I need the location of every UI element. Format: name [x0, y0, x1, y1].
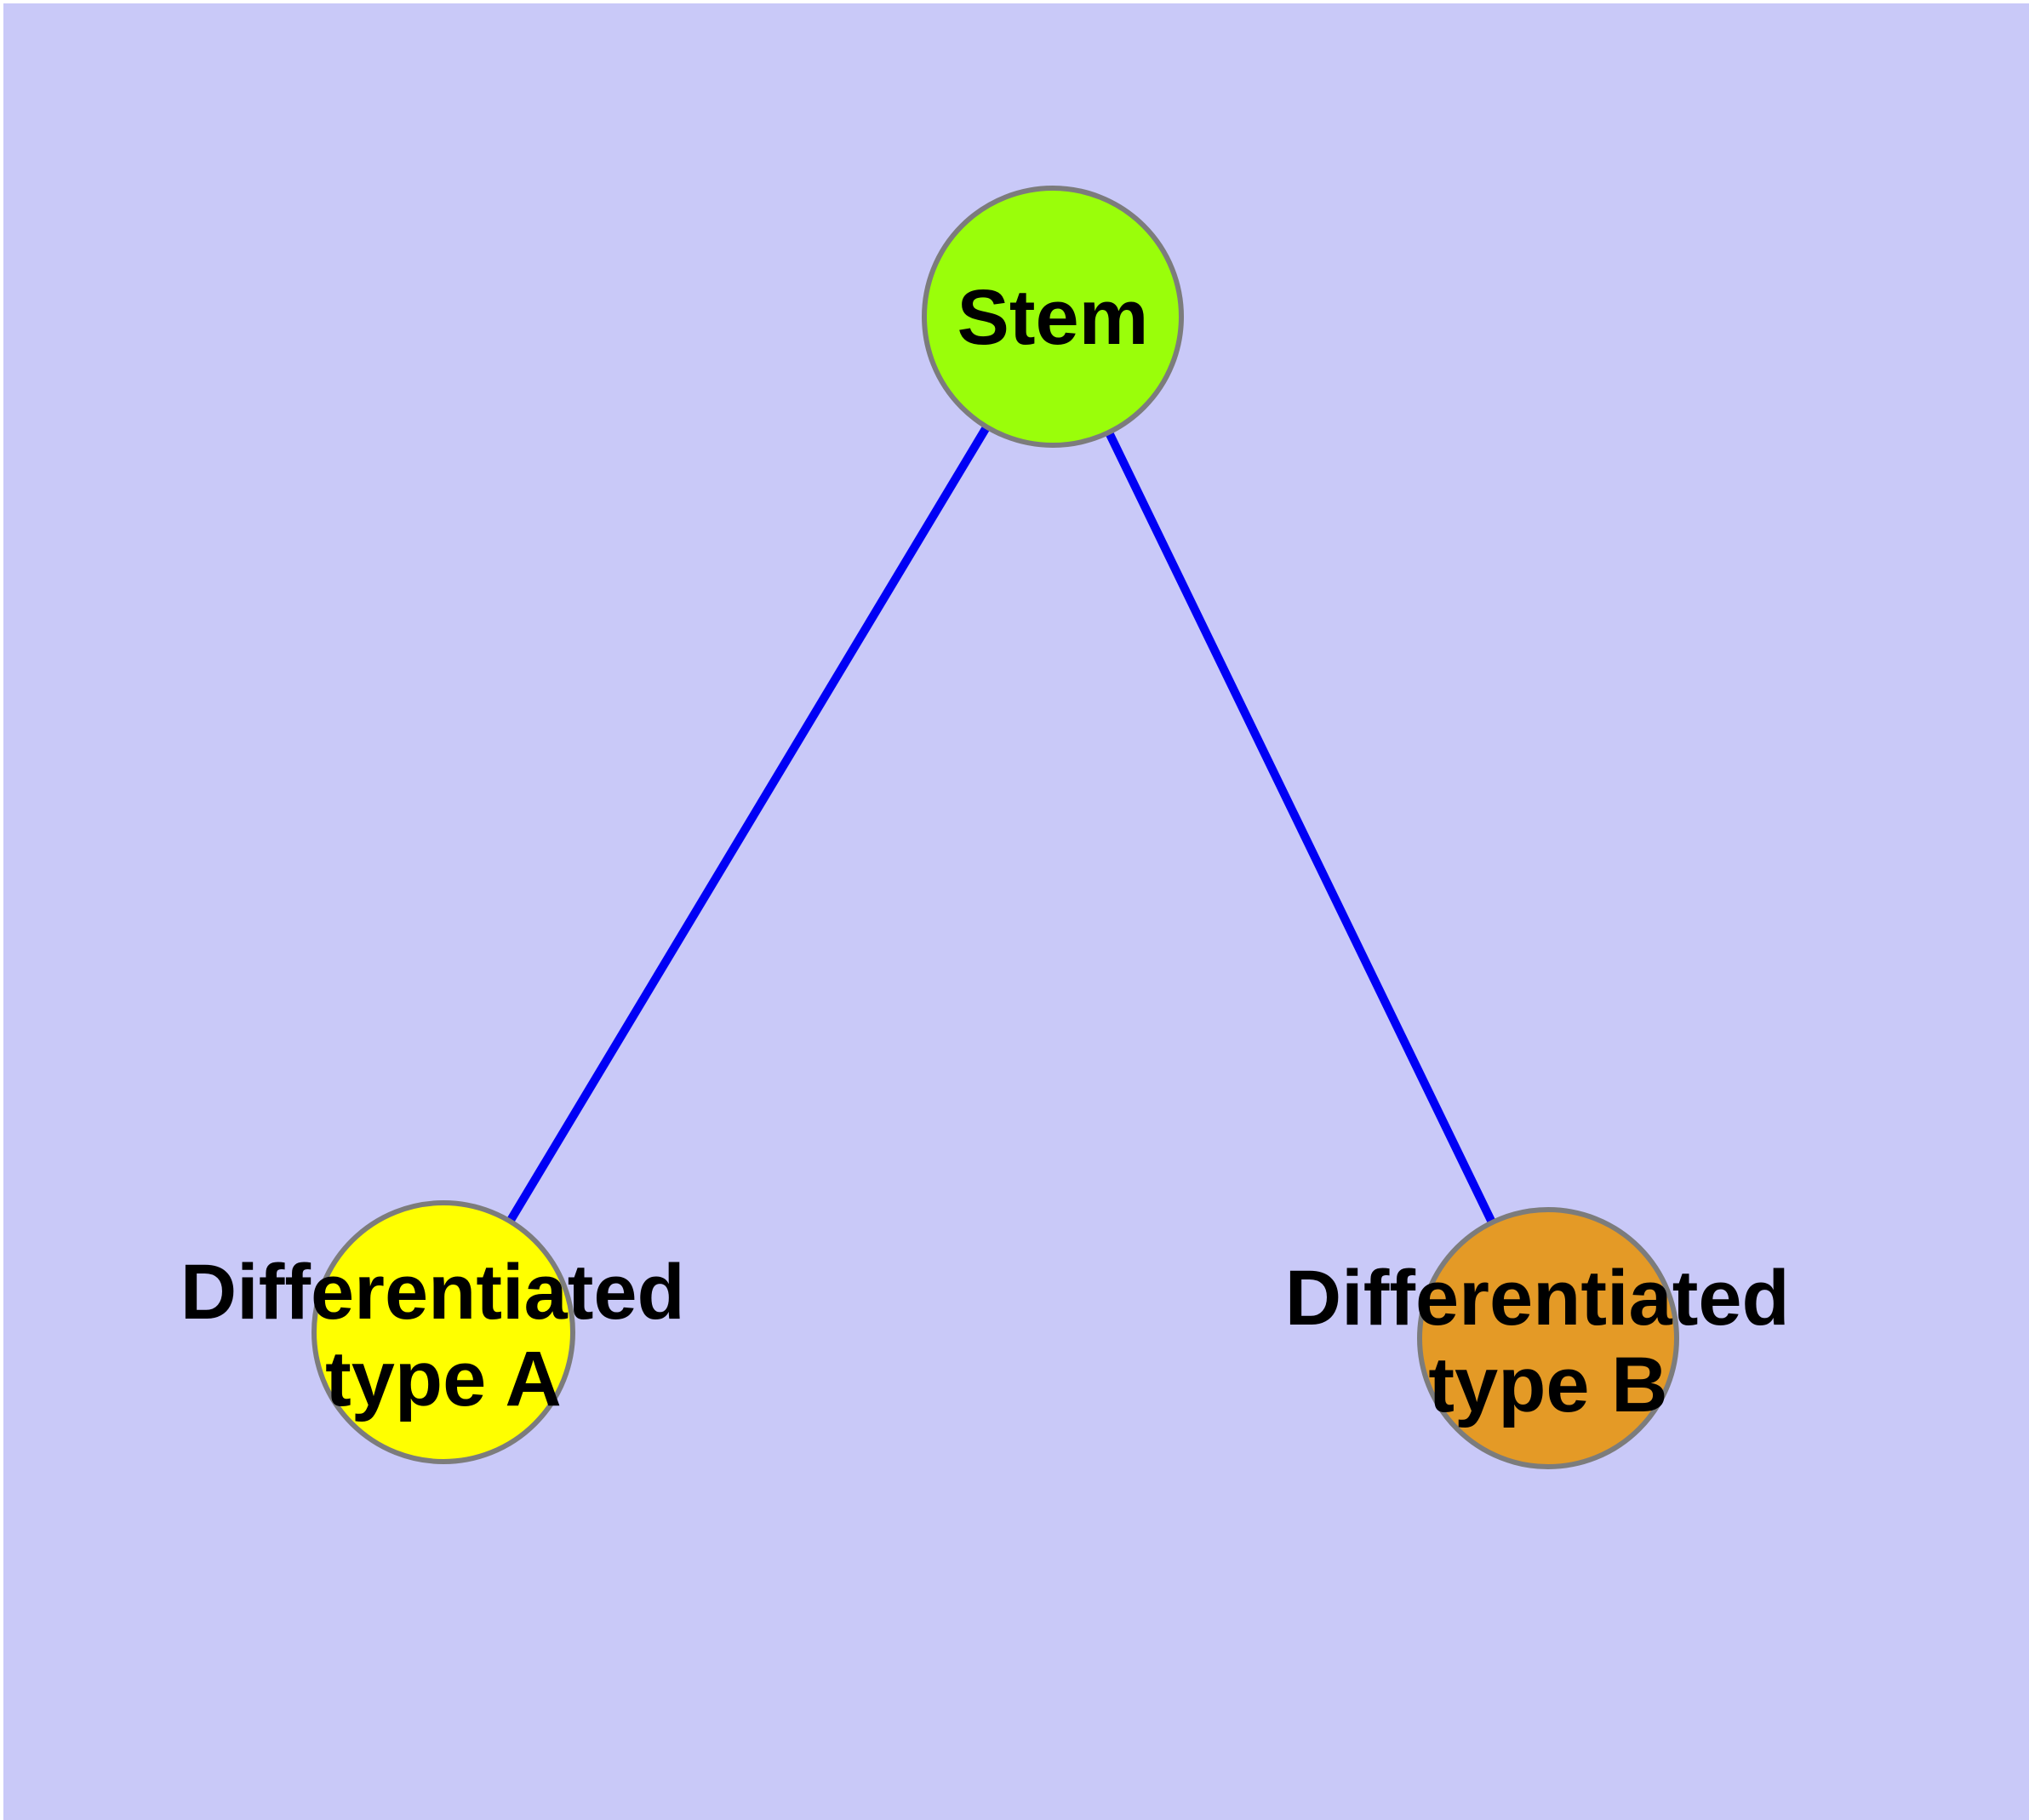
node-type-b-circle	[1417, 1207, 1679, 1469]
node-type-b-label-line2: type B	[1428, 1342, 1667, 1428]
edge-stem-to-type-a	[439, 314, 1057, 1335]
node-type-a-label: Differentiated type A	[180, 1249, 707, 1422]
node-type-a-label-line1: Differentiated	[180, 1249, 685, 1336]
node-type-a-label-line2: type A	[325, 1336, 562, 1422]
node-type-b-label: Differentiated type B	[1285, 1255, 1812, 1428]
node-type-a-circle	[311, 1200, 575, 1464]
node-stem-circle	[922, 186, 1184, 448]
node-stem-label: Stem	[957, 274, 1149, 361]
node-type-b-label-line1: Differentiated	[1285, 1255, 1790, 1342]
edge-stem-to-type-b	[1049, 314, 1552, 1341]
